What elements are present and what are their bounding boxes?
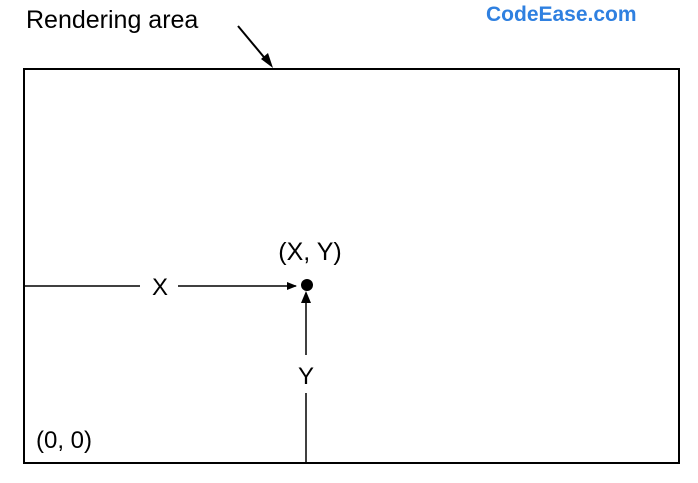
rendering-area-rect (23, 68, 680, 464)
watermark-logo: CodeEase.com (486, 3, 637, 26)
point-marker (301, 279, 313, 291)
point-label: (X, Y) (278, 238, 341, 266)
pointer-arrow-icon (237, 25, 273, 68)
title-label: Rendering area (26, 6, 198, 34)
x-label: X (152, 274, 168, 301)
y-distance-arrow (301, 291, 311, 463)
y-label: Y (298, 363, 314, 390)
origin-label: (0, 0) (36, 427, 92, 454)
